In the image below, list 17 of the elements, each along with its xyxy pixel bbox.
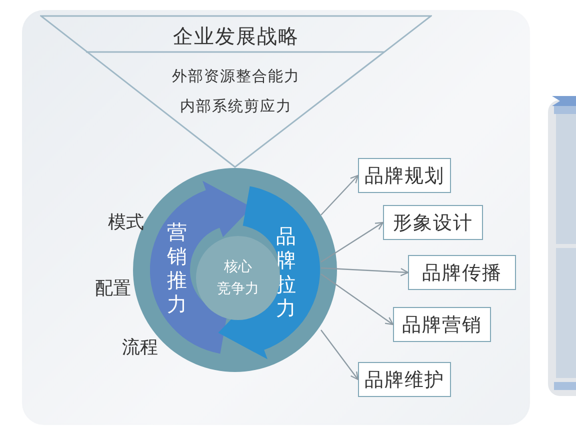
subheading: 外部资源整合能力 — [171, 67, 301, 86]
arrow — [320, 222, 384, 262]
subheading: 内部系统剪应力 — [179, 97, 293, 116]
arrow — [320, 330, 359, 380]
label-box: 形象设计 — [383, 205, 483, 240]
band-label: 营销推力 — [166, 220, 188, 316]
arrow — [320, 267, 409, 276]
heading: 企业发展战略 — [172, 23, 300, 50]
side-label: 模式 — [108, 211, 144, 234]
label-box: 品牌营销 — [393, 307, 491, 342]
side-label: 流程 — [122, 336, 158, 359]
side-label: 配置 — [95, 277, 131, 300]
label-box: 品牌传播 — [408, 255, 516, 290]
arrow — [320, 174, 359, 216]
label-box: 品牌规划 — [358, 158, 451, 193]
label-box: 品牌维护 — [358, 362, 451, 397]
arrow — [320, 274, 394, 326]
